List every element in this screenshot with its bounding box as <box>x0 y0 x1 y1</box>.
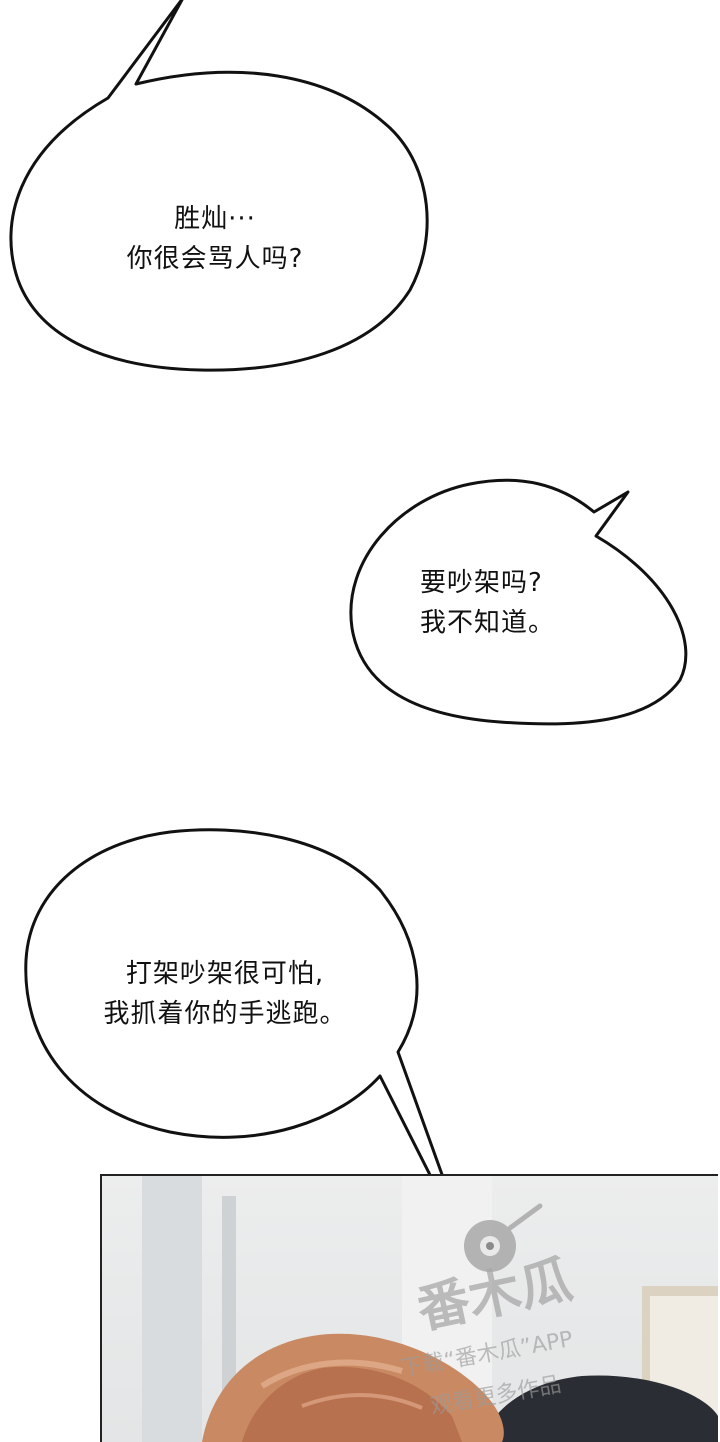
dialogue-text-3: 打架吵架很可怕, 我抓着你的手逃跑。 <box>70 954 380 1034</box>
dark-hair <box>482 1375 718 1442</box>
hair-highlight <box>301 1393 423 1410</box>
dialogue-line: 我抓着你的手逃跑。 <box>103 999 347 1029</box>
dialogue-line: 我不知道。 <box>420 608 556 638</box>
comic-panel: 番木瓜 下载“番木瓜”APP 观看更多作品 <box>100 1174 718 1442</box>
background-wall-block <box>142 1176 202 1442</box>
watermark-mascot-antenna-icon <box>507 1203 543 1231</box>
speech-bubble-3-outline <box>24 828 474 1260</box>
dialogue-line: 打架吵架很可怕, <box>125 959 325 989</box>
dialogue-line: 要吵架吗? <box>420 568 543 598</box>
speech-bubble-2-outline <box>349 478 688 726</box>
dialogue-text-2: 要吵架吗? 我不知道。 <box>420 563 600 643</box>
dialogue-line: 胜灿··· <box>174 204 256 234</box>
dialogue-line: 你很会骂人吗? <box>126 244 304 274</box>
watermark-mascot-pupil-icon <box>486 1242 494 1250</box>
dialogue-text-1: 胜灿··· 你很会骂人吗? <box>90 199 340 279</box>
hair-highlight <box>260 1359 403 1389</box>
brown-hair-shade <box>242 1366 462 1442</box>
speech-bubble-1-outline <box>9 0 429 372</box>
panel-artwork: 番木瓜 下载“番木瓜”APP 观看更多作品 <box>142 1176 718 1442</box>
